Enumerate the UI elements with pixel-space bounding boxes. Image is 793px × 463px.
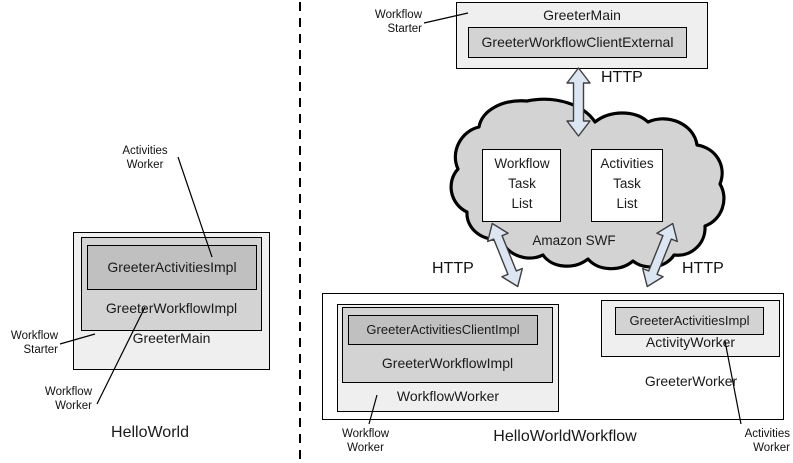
activities-task-list-line1: Activities	[600, 159, 654, 174]
annotation-left-workflow-starter-line1: Workflow	[10, 330, 58, 342]
workflow-task-list-line3: List	[510, 197, 532, 212]
annotation-right-workflow-worker-line2: Worker	[347, 442, 384, 454]
http-label-left: HTTP	[432, 260, 474, 277]
annotation-left-workflow-starter-line2: Starter	[23, 344, 58, 356]
annotation-activities-worker: Activities Worker	[113, 144, 177, 172]
http-arrow-top-shape[interactable]	[566, 67, 591, 137]
annotation-right-activities-worker: Activities Worker	[725, 427, 790, 455]
annotation-right-workflow-starter: Workflow Starter	[362, 8, 422, 36]
annotation-right-activities-worker-line1: Activities	[744, 428, 790, 440]
annotation-right-workflow-starter-line2: Starter	[387, 23, 422, 35]
left-greeteractivitiesimpl-label: GreeterActivitiesImpl	[107, 259, 237, 275]
workflowworker-label: WorkflowWorker	[396, 388, 500, 404]
annotation-right-activities-worker-line2: Worker	[753, 442, 790, 454]
activityworker-label: ActivityWorker	[645, 334, 736, 350]
annotation-left-workflow-worker: Workflow Worker	[32, 385, 92, 413]
http-arrow-right-shape[interactable]	[637, 219, 683, 290]
right-greeteractivitiesimpl-box: GreeterActivitiesImpl	[615, 307, 764, 335]
http-label-right: HTTP	[682, 260, 724, 277]
amazon-swf-label: Amazon SWF	[533, 230, 617, 245]
greeterworkflowclientexternal-box: GreeterWorkflowClientExternal	[468, 27, 687, 58]
annotation-activities-worker-line1: Activities	[122, 145, 168, 157]
left-greetermain-label: GreeterMain	[132, 330, 211, 346]
activities-task-list-line3: List	[616, 197, 638, 212]
greeterworkflowclientexternal-label: GreeterWorkflowClientExternal	[481, 34, 674, 50]
left-panel-title: HelloWorld	[111, 424, 189, 441]
greeterworker-label: GreeterWorker	[644, 373, 738, 389]
right-greeteractivitiesimpl-label: GreeterActivitiesImpl	[629, 313, 750, 328]
greeteractivitiesclientimpl-label: GreeterActivitiesClientImpl	[366, 322, 520, 337]
right-panel-title: HelloWorldWorkflow	[493, 428, 637, 445]
annotation-right-workflow-worker: Workflow Worker	[333, 427, 398, 455]
annotation-right-workflow-worker-line1: Workflow	[341, 428, 390, 440]
annotation-left-workflow-starter: Workflow Starter	[0, 329, 58, 357]
annotation-left-workflow-worker-line1: Workflow	[44, 386, 92, 398]
annotation-left-workflow-worker-line2: Worker	[55, 400, 92, 412]
left-greeterworkflowimpl-label: GreeterWorkflowImpl	[105, 300, 238, 316]
right-greetermain-label: GreeterMain	[543, 7, 621, 23]
workflow-task-list-box: Workflow Task List	[482, 149, 561, 222]
workflow-task-list-line1: Workflow	[493, 159, 550, 174]
annotation-activities-worker-line2: Worker	[126, 159, 164, 171]
right-greeterworkflowimpl-label: GreeterWorkflowImpl	[381, 355, 514, 371]
greeteractivitiesclientimpl-box: GreeterActivitiesClientImpl	[348, 315, 538, 345]
workflow-task-list-line2: Task	[507, 178, 536, 193]
annotation-right-workflow-starter-line1: Workflow	[374, 9, 422, 21]
activities-task-list-box: Activities Task List	[591, 149, 663, 222]
left-greeteractivitiesimpl-box: GreeterActivitiesImpl	[87, 245, 257, 290]
activities-task-list-line2: Task	[613, 178, 641, 193]
http-label-top: HTTP	[601, 69, 643, 86]
